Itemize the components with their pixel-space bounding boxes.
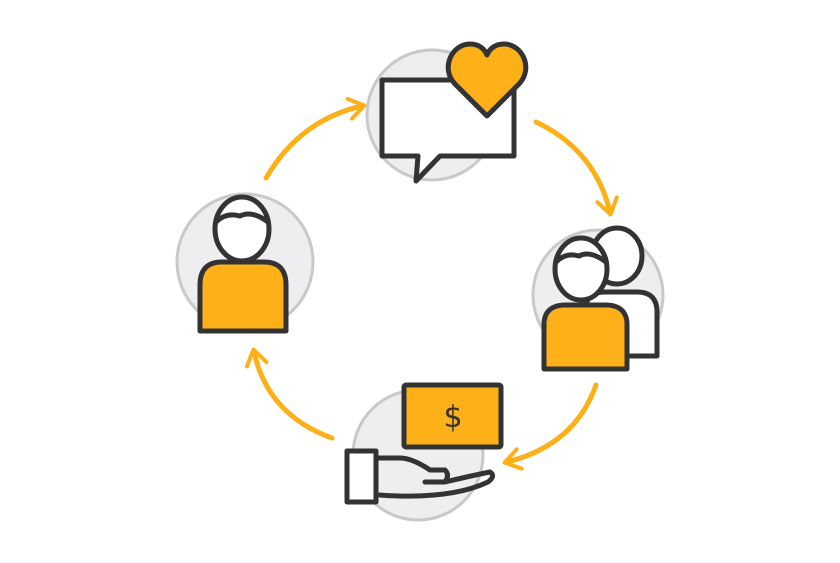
referral-node xyxy=(531,225,665,372)
heart-icon xyxy=(445,41,529,119)
two-people-icon xyxy=(541,225,660,372)
feedback-node xyxy=(365,41,529,184)
arrow-payment-to-customer xyxy=(244,347,335,441)
banknote-icon: $ xyxy=(401,382,504,450)
person-icon xyxy=(197,194,289,334)
open-hand-icon xyxy=(344,448,496,505)
payment-node: $ xyxy=(344,382,504,522)
arrow-customer-to-feedback xyxy=(263,97,367,181)
dollar-symbol: $ xyxy=(443,400,462,435)
customer-node xyxy=(175,192,315,334)
arrow-referral-to-payment xyxy=(502,382,599,471)
arrow-feedback-to-referral xyxy=(533,119,619,217)
